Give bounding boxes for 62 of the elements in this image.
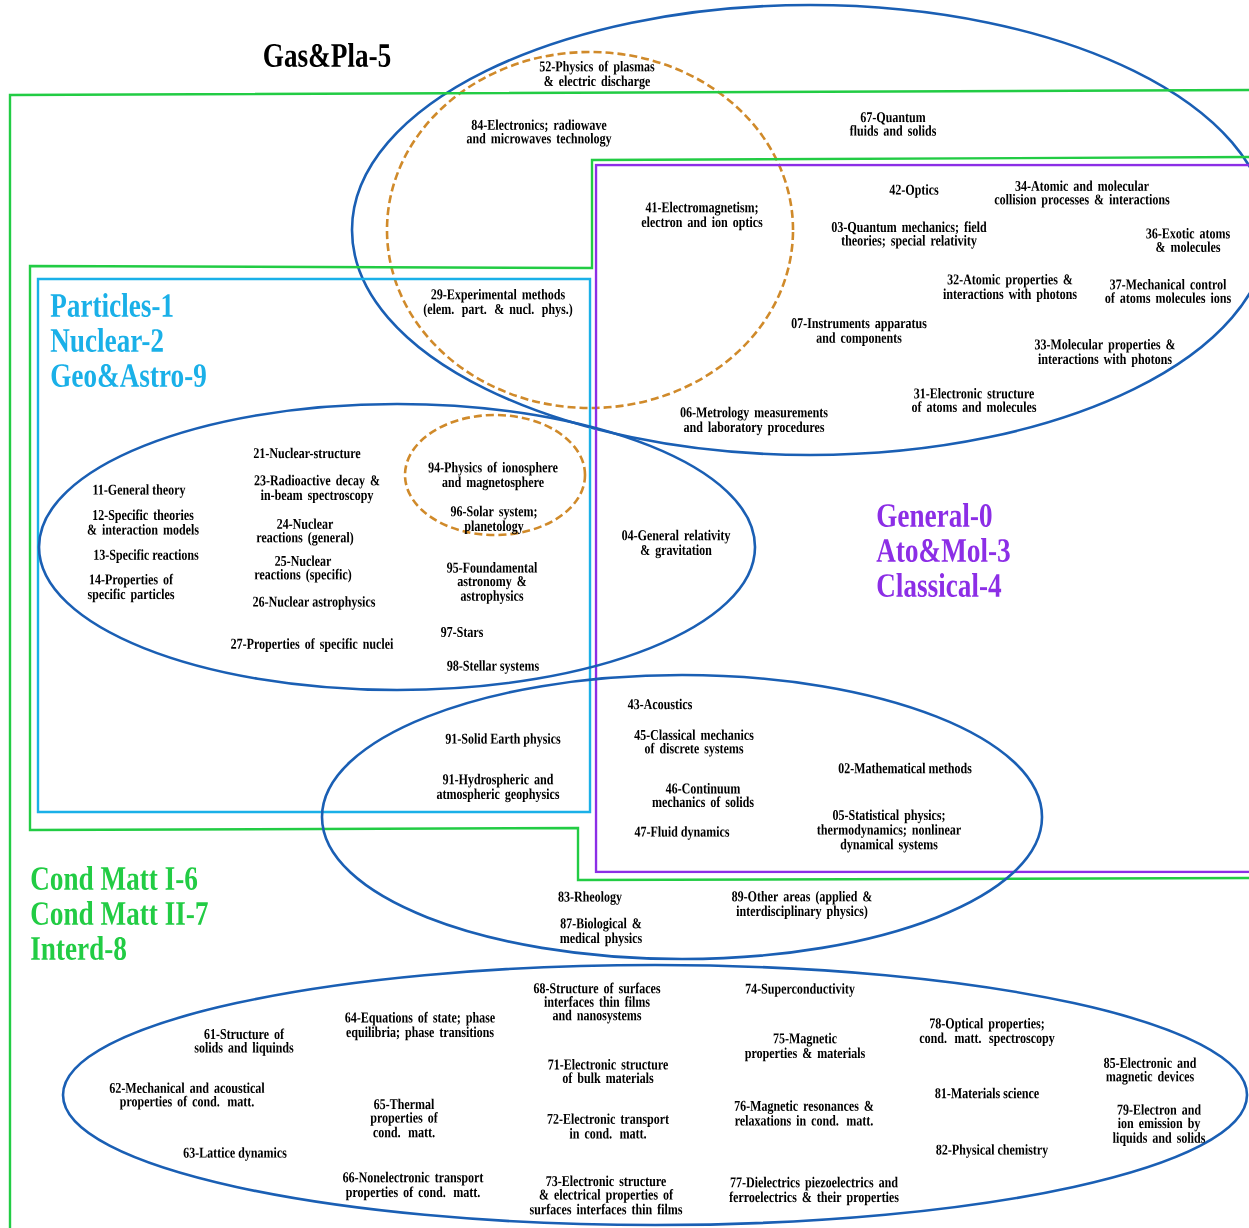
topic-label: 74-Superconductivity bbox=[745, 983, 855, 997]
topic-label: 81-Materials science bbox=[935, 1087, 1039, 1099]
topic-label: 79-Electron and ion emission by liquids and solids bbox=[1112, 1104, 1206, 1146]
topic-label: 43-Acoustics bbox=[627, 698, 693, 710]
topic-label: 36-Exotic atoms & molecules bbox=[1146, 227, 1230, 253]
topic-label: 68-Structure of surfaces interfaces thin films and nanosystems bbox=[533, 982, 661, 1024]
topic-label: 13-Specific reactions bbox=[94, 549, 199, 563]
topic-label: 94-Physics of ionosphere and magnetosphere bbox=[428, 461, 558, 491]
topic-label: 12-Specific theories & interaction models bbox=[87, 509, 199, 535]
topic-label: 75-Magnetic properties & materials bbox=[744, 1032, 865, 1062]
topic-label: 97-Stars bbox=[441, 626, 484, 638]
topic-label: 52-Physics of plasmas & electric discharge bbox=[539, 60, 655, 90]
topic-label: 95-Foundamental astronomy & astrophysics bbox=[447, 562, 538, 604]
topic-label: 14-Properties of specific particles bbox=[87, 573, 175, 603]
topic-label: 63-Lattice dynamics bbox=[183, 1147, 287, 1161]
topic-label: 76-Magnetic resonances & relaxations in cond. matt. bbox=[734, 1100, 874, 1126]
topic-label: 31-Electronic structure of atoms and molecules bbox=[911, 387, 1037, 413]
topic-label: 61-Structure of solids and liquinds bbox=[194, 1028, 294, 1056]
topic-label: 46-Continuum mechanics of solids bbox=[652, 783, 754, 808]
topic-label: 03-Quantum mechanics; field theories; special relativity bbox=[831, 221, 987, 249]
topic-label: 41-Electromagnetism; electron and ion optics bbox=[641, 201, 763, 231]
topic-label: 04-General relativity & gravitation bbox=[622, 529, 731, 559]
topic-label: 62-Mechanical and acoustical properties of cond. matt. bbox=[109, 1082, 265, 1110]
topic-label: 45-Classical mechanics of discrete systems bbox=[634, 729, 754, 757]
topic-label: 24-Nuclear reactions (general) bbox=[256, 518, 354, 546]
topic-label: 25-Nuclear reactions (specific) bbox=[254, 555, 352, 583]
topic-label: 66-Nonelectronic transport properties of cond. matt. bbox=[343, 1171, 484, 1201]
topic-label: 33-Molecular properties & interactions with photons bbox=[1034, 338, 1175, 368]
topic-label: 23-Radioactive decay & in-beam spectroscopy bbox=[254, 474, 380, 504]
topic-label: 96-Solar system; planetology bbox=[450, 505, 537, 535]
topic-label: 32-Atomic properties & interactions with photons bbox=[943, 273, 1077, 303]
topic-label: 42-Optics bbox=[889, 184, 939, 198]
topic-label: 02-Mathematical methods bbox=[838, 762, 972, 774]
topic-label: 07-Instruments apparatus and components bbox=[791, 318, 927, 346]
topic-label: 37-Mechanical control of atoms molecules ions bbox=[1105, 278, 1231, 304]
topic-label: 98-Stellar systems bbox=[447, 660, 539, 674]
topic-label: 83-Rheology bbox=[558, 891, 622, 905]
topic-label: 87-Biological & medical physics bbox=[560, 917, 642, 947]
topic-label: 91-Solid Earth physics bbox=[445, 733, 561, 747]
topic-label: 67-Quantum fluids and solids bbox=[849, 112, 937, 136]
topic-label: 34-Atomic and molecular collision processes & interactions bbox=[994, 180, 1170, 208]
topic-label: 05-Statistical physics; thermodynamics; nonlinear dynamical systems bbox=[817, 809, 961, 853]
topic-label: 78-Optical properties; cond. matt. spectroscopy bbox=[919, 1017, 1055, 1047]
topic-label: 27-Properties of specific nuclei bbox=[231, 638, 394, 652]
topic-label: 29-Experimental methods (elem. part. & nucl. phys.) bbox=[423, 288, 573, 318]
topic-label: 21-Nuclear-structure bbox=[253, 447, 361, 459]
topic-label: 71-Electronic structure of bulk materials bbox=[548, 1059, 668, 1084]
topic-label: 65-Thermal properties of cond. matt. bbox=[370, 1098, 438, 1138]
topic-label: 11-General theory bbox=[93, 484, 186, 498]
dashed-ellipse-outline bbox=[403, 413, 587, 537]
topic-label: 82-Physical chemistry bbox=[936, 1144, 1049, 1158]
topic-label: 06-Metrology measurements and laboratory procedures bbox=[680, 406, 828, 436]
topic-label: 64-Equations of state; phase equilibria; phase transitions bbox=[345, 1011, 495, 1041]
topic-label: 72-Electronic transport in cond. matt. bbox=[547, 1113, 669, 1139]
topic-label: 91-Hydrospheric and atmospheric geophysics bbox=[436, 773, 560, 803]
topic-label: 85-Electronic and magnetic devices bbox=[1104, 1057, 1197, 1085]
topic-label: 47-Fluid dynamics bbox=[634, 826, 730, 840]
topic-label: 77-Dielectrics piezoelectrics and ferroelectrics & their properties bbox=[729, 1176, 899, 1206]
topic-label: 84-Electronics; radiowave and microwaves technology bbox=[466, 119, 612, 147]
topic-label: 73-Electronic structure & electrical properties of surfaces interfaces thin films bbox=[529, 1175, 683, 1215]
topic-label: 89-Other areas (applied & interdisciplinary physics) bbox=[732, 890, 872, 920]
topic-label: 26-Nuclear astrophysics bbox=[253, 596, 376, 610]
